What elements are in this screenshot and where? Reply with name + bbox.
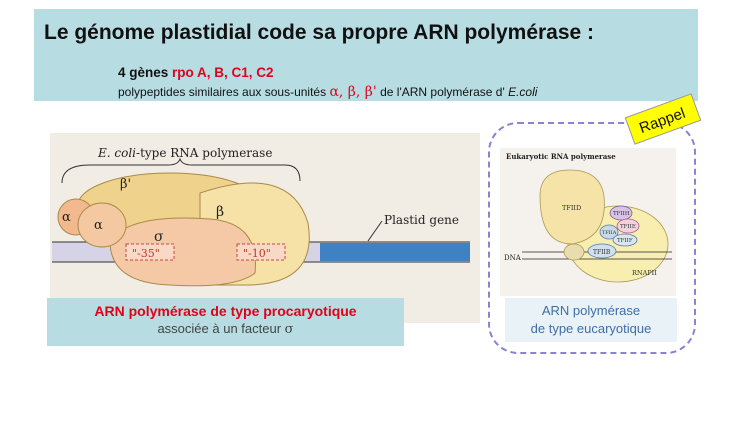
- eukaryotic-title: Eukaryotic RNA polymerase: [506, 152, 616, 161]
- alpha-subunit-2: [77, 202, 127, 248]
- label-beta: β: [216, 204, 224, 220]
- tfiib-label: TFIIB: [593, 249, 611, 256]
- poly-greek-subunits: α, β, β': [329, 84, 377, 100]
- box-minus35: [125, 243, 175, 261]
- polypeptides-line: polypeptides similaires aux sous-unités …: [118, 84, 537, 100]
- eukaryotic-frame: [488, 122, 696, 354]
- genes-line: 4 gènes rpo A, B, C1, C2: [118, 65, 274, 80]
- tfiih-label: TFIIH: [613, 211, 630, 217]
- tfiie-label: TFIIE: [620, 224, 636, 230]
- label-alpha-2: α: [94, 218, 103, 233]
- poly-middle: de l'ARN polymérase d': [380, 85, 505, 99]
- genes-list: rpo A, B, C1, C2: [172, 65, 274, 80]
- page-title: Le génome plastidial code sa propre ARN …: [44, 21, 595, 44]
- dna-label: DNA: [504, 254, 522, 262]
- prokaryotic-caption-line1: ARN polymérase de type procaryotique: [94, 303, 357, 319]
- eukaryotic-caption-line1: ARN polymérase: [541, 303, 641, 318]
- prokaryotic-polymerase-diagram: E. coli-type RNA polymerase Plastid gene…: [50, 133, 480, 323]
- tfiib-shape: [587, 243, 617, 259]
- eukaryotic-caption: ARN polymérase de type eucaryotique: [505, 298, 677, 342]
- tfiif-label: TFIIF: [617, 238, 633, 244]
- sigma-subunit: [109, 217, 256, 287]
- label-minus10: "-10": [243, 247, 271, 260]
- poly-prefix: polypeptides similaires aux sous-unités: [118, 85, 327, 99]
- rappel-tag-background: [624, 93, 702, 145]
- tfiid-shape: [539, 169, 605, 245]
- prokaryotic-caption: ARN polymérase de type procaryotique ass…: [47, 298, 404, 346]
- tbp-shape: [563, 243, 585, 261]
- brace: [61, 157, 301, 184]
- box-minus10: [236, 243, 286, 261]
- tfiia-label: TFIIA: [602, 230, 617, 236]
- tfiia-shape: [599, 224, 619, 240]
- eukaryotic-caption-line2: de type eucaryotique: [530, 321, 652, 336]
- eukaryotic-polymerase-diagram: Eukaryotic RNA polymerase DNA TFIID TFII…: [500, 148, 676, 296]
- poly-species: E.coli: [508, 85, 538, 99]
- tfiif-shape: [612, 233, 638, 247]
- ecoli-title: E. coli-type RNA polymerase: [97, 146, 272, 160]
- label-minus35: "-35": [132, 247, 160, 260]
- plastid-gene-pointer: [367, 220, 383, 242]
- label-alpha-1: α: [62, 210, 71, 225]
- header-box: [34, 9, 698, 101]
- plastid-gene-label: Plastid gene: [384, 213, 459, 227]
- genes-prefix: 4 gènes: [118, 65, 169, 80]
- tfiie-shape: [616, 218, 640, 234]
- plastid-gene-segment: [320, 243, 470, 261]
- prokaryotic-caption-line2: associée à un facteur σ: [157, 321, 294, 337]
- label-sigma: σ: [154, 229, 164, 245]
- label-beta-prime: β': [120, 177, 131, 192]
- tfiih-shape: [609, 205, 633, 221]
- rnapii-label: RNAPII: [632, 269, 657, 277]
- tfiid-label: TFIID: [562, 204, 581, 212]
